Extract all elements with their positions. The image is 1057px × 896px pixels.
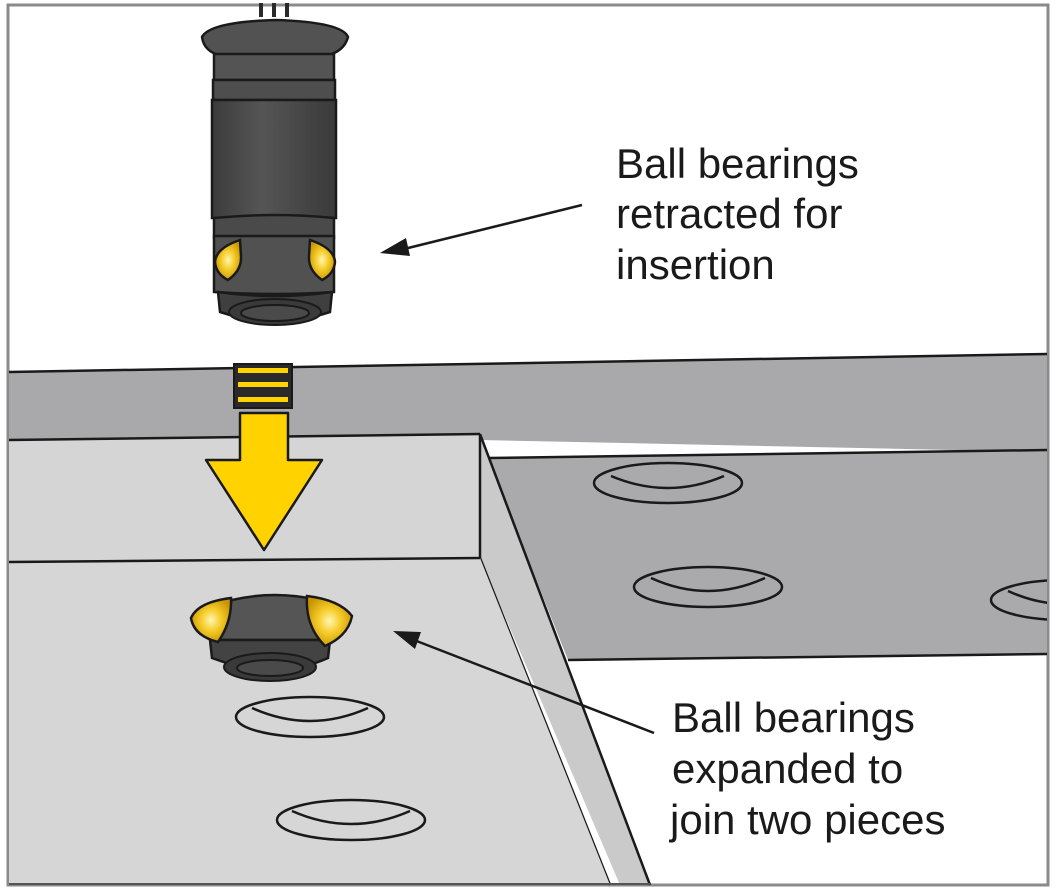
- label-expanded-line-3: join two pieces: [668, 796, 945, 843]
- bearing-left: [213, 238, 243, 282]
- label-expanded-line-1: Ball bearings: [672, 694, 915, 741]
- callout-arrow-retracted: [380, 203, 583, 256]
- hole-partial: [989, 579, 1047, 621]
- bearing-right: [307, 238, 337, 282]
- label-expanded: Ball bearings expanded to join two piece…: [668, 694, 945, 843]
- hole: [275, 798, 427, 842]
- fastener-pin: [272, 3, 276, 17]
- far-board-top: [488, 450, 1047, 660]
- hole: [592, 461, 744, 505]
- label-retracted-line-2: retracted for: [616, 190, 842, 237]
- label-retracted-line-3: insertion: [616, 241, 775, 288]
- far-board-bottom-edge: [567, 652, 1048, 662]
- label-expanded-line-2: expanded to: [672, 745, 903, 792]
- callout-arrow-expanded: [393, 631, 655, 735]
- near-board-lower-edge: [8, 556, 481, 564]
- label-retracted-line-1: Ball bearings: [616, 140, 859, 187]
- insertion-arrow: [204, 363, 324, 552]
- fastener-pin: [259, 3, 263, 17]
- far-board-back-edge: [8, 352, 1048, 374]
- far-board-front-edge: [487, 448, 1048, 460]
- bevel-outer-line: [478, 433, 652, 886]
- label-retracted: Ball bearings retracted for insertion: [616, 140, 859, 288]
- fastener-retracted: [200, 3, 350, 326]
- bearing-left: [189, 596, 233, 644]
- hole: [234, 695, 386, 739]
- bearing-right: [305, 594, 354, 648]
- arrow-shape: [204, 411, 324, 552]
- hole: [632, 565, 784, 609]
- fastener-pin: [285, 3, 289, 17]
- fastener-expanded: [189, 593, 354, 682]
